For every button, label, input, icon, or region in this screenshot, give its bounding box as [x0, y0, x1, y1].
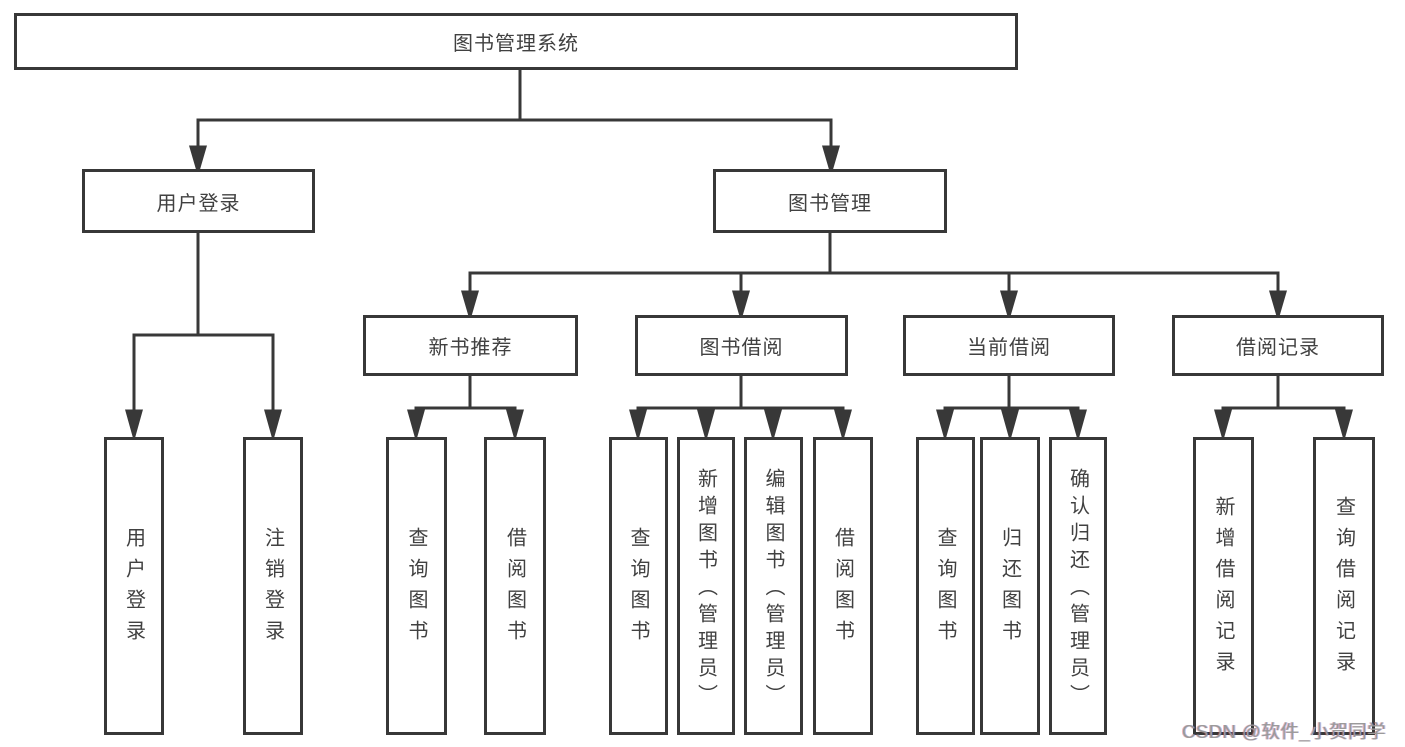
node-book-borrowing: 图书借阅	[635, 315, 848, 376]
leaf-logout: 注销登录	[243, 437, 303, 735]
leaf-borrowing-add-books-admin: 新增图书（管理员）	[677, 437, 735, 735]
leaf-records-query-borrow-record: 查询借阅记录	[1313, 437, 1375, 735]
node-borrowing-records: 借阅记录	[1172, 315, 1384, 376]
leaf-current-query-books: 查询图书	[916, 437, 975, 735]
csdn-watermark: CSDN @软件_小贺同学	[1182, 721, 1387, 742]
leaf-recommend-borrow-books: 借阅图书	[484, 437, 546, 735]
leaf-borrowing-borrow-books: 借阅图书	[813, 437, 873, 735]
node-user-login: 用户登录	[82, 169, 315, 233]
leaf-borrowing-query-books: 查询图书	[609, 437, 668, 735]
leaf-borrowing-edit-books-admin: 编辑图书（管理员）	[744, 437, 803, 735]
node-current-borrowing: 当前借阅	[903, 315, 1115, 376]
leaf-current-return-books: 归还图书	[980, 437, 1040, 735]
node-library-management-system: 图书管理系统	[14, 13, 1018, 70]
leaf-records-add-borrow-record: 新增借阅记录	[1193, 437, 1254, 735]
leaf-user-login: 用户登录	[104, 437, 164, 735]
leaf-current-confirm-return-admin: 确认归还（管理员）	[1049, 437, 1107, 735]
leaf-recommend-query-books: 查询图书	[386, 437, 447, 735]
node-book-management: 图书管理	[713, 169, 947, 233]
node-new-book-recommend: 新书推荐	[363, 315, 578, 376]
